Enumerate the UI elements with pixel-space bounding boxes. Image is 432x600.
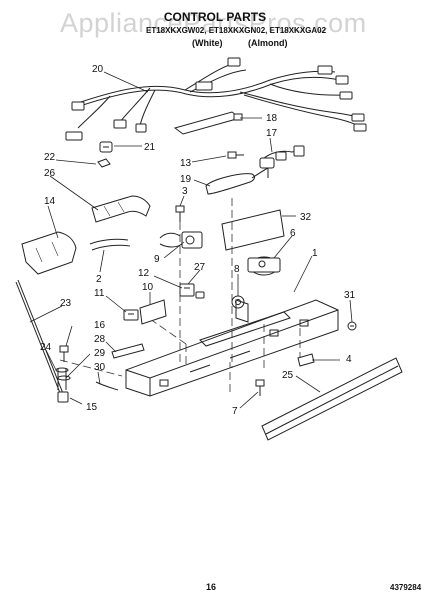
damper-11 (123, 309, 139, 321)
thermostat-control (159, 231, 203, 249)
washers-24-29 (55, 367, 71, 390)
wire-harness (65, 57, 367, 141)
callout-22: 22 (44, 152, 56, 163)
link-30 (95, 381, 119, 391)
watermark-text: AppliancePartsPros.com (60, 8, 367, 38)
page-number: 16 (206, 582, 217, 592)
callout-24: 24 (40, 342, 52, 353)
callout-25: 25 (282, 370, 294, 381)
document-number: 4379284 (390, 583, 422, 592)
screw-7 (255, 379, 265, 396)
bushing-15 (57, 391, 69, 403)
wire-clip (99, 141, 113, 153)
insulation-26 (91, 195, 151, 223)
callout-21: 21 (144, 142, 156, 153)
bracket-28 (111, 343, 145, 359)
callout-32: 32 (300, 212, 312, 223)
light-socket-assembly (259, 145, 305, 178)
callout-1: 1 (312, 248, 318, 259)
callout-7: 7 (232, 406, 238, 417)
callout-11: 11 (94, 288, 105, 299)
callout-18: 18 (266, 113, 278, 124)
callout-2: 2 (96, 274, 102, 285)
model-numbers: ET18XKXGW02, ET18XKXGN02, ET18XKXGA02 (146, 26, 327, 35)
callout-23: 23 (60, 298, 72, 309)
drain-tube (89, 238, 131, 251)
callout-27: 27 (194, 262, 206, 273)
callout-26: 26 (44, 168, 56, 179)
callout-14: 14 (44, 196, 56, 207)
callout-20: 20 (92, 64, 104, 75)
callout-15: 15 (86, 402, 98, 413)
variant-white-label: (White) (192, 38, 223, 48)
insulation-14 (21, 231, 77, 275)
callout-9: 9 (154, 254, 160, 265)
screw-13 (227, 151, 244, 159)
screw-16 (59, 345, 69, 362)
thermostat-6 (247, 256, 281, 276)
leader-lines (29, 71, 353, 409)
screw-31 (347, 321, 357, 331)
diagram-title: CONTROL PARTS (163, 10, 267, 24)
callout-29: 29 (94, 348, 106, 359)
switch-assembly (179, 283, 205, 299)
callout-8: 8 (234, 264, 240, 275)
rod-23 (15, 279, 65, 399)
cover-10 (139, 299, 167, 325)
callout-17: 17 (266, 128, 278, 139)
callout-31: 31 (344, 290, 356, 301)
trim-strip (261, 357, 403, 441)
callout-6: 6 (290, 228, 296, 239)
callout-10: 10 (142, 282, 154, 293)
harness-clip (97, 158, 111, 168)
assembly-guide-lines (59, 198, 301, 392)
heater-element (205, 167, 269, 195)
callout-4: 4 (346, 354, 352, 365)
callout-12: 12 (138, 268, 150, 279)
callout-19: 19 (180, 174, 192, 185)
callout-13: 13 (180, 158, 192, 169)
variant-almond-label: (Almond) (248, 38, 288, 48)
screw-3 (175, 205, 185, 222)
callout-28: 28 (94, 334, 106, 345)
callout-labels: 20 18 17 21 22 13 19 26 3 14 32 6 2 9 1 … (40, 64, 356, 417)
clip-4 (297, 353, 315, 367)
control-cover (173, 111, 243, 135)
callout-3: 3 (182, 186, 188, 197)
callout-30: 30 (94, 362, 106, 373)
callout-16: 16 (94, 320, 106, 331)
control-panel-32 (221, 209, 285, 251)
